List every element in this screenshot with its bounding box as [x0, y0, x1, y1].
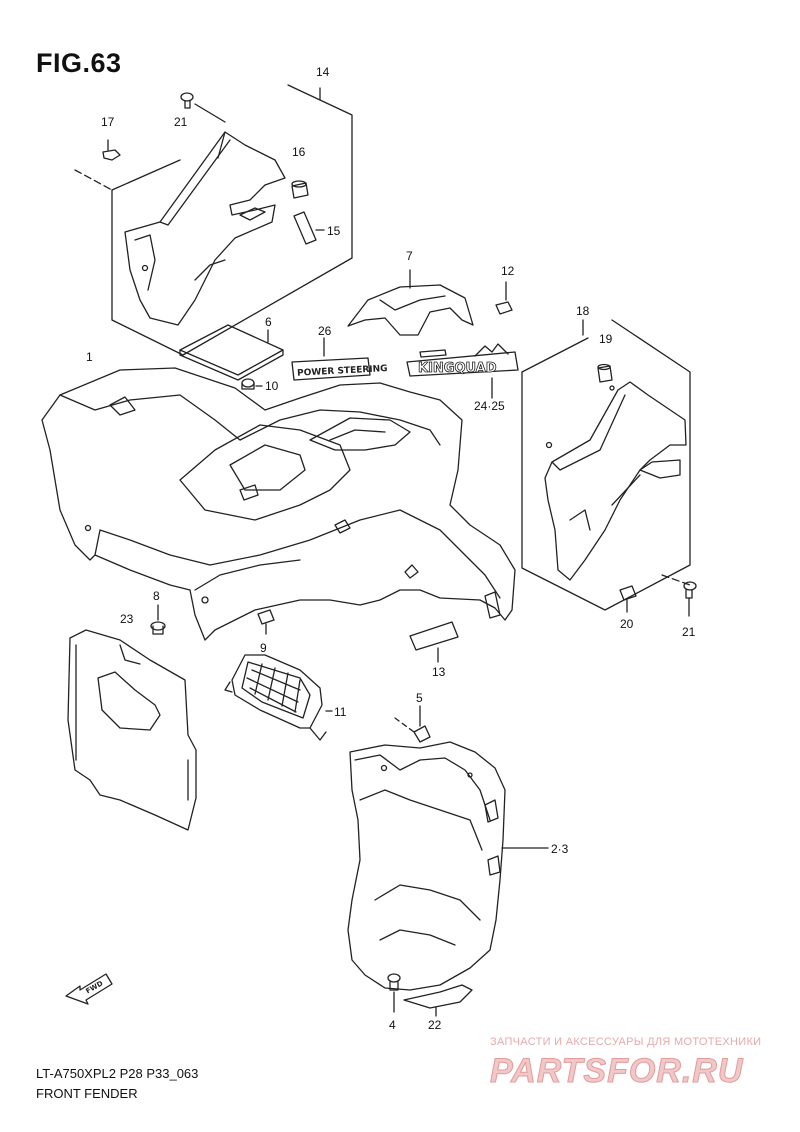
part-19-grommet [597, 363, 613, 383]
part-15-pad [293, 211, 325, 245]
part-11-grille [224, 654, 333, 741]
callout-22: 22 [428, 1018, 442, 1032]
callout-21-right: 21 [682, 625, 696, 639]
callout-21-top: 21 [174, 115, 188, 129]
part-4-screw [387, 973, 401, 1013]
callout-13: 13 [432, 665, 446, 679]
part-23-splash-panel [67, 629, 197, 831]
callout-2-3: 2·3 [551, 842, 569, 856]
callout-26: 26 [318, 324, 332, 338]
part-20-clip [619, 585, 637, 613]
part-21-screw-right [683, 581, 697, 617]
model-code: LT-A750XPL2 P28 P33_063 [36, 1066, 199, 1081]
part-13-pad [409, 621, 459, 663]
part-1-front-fender [41, 367, 516, 641]
power-steering-sticker-text: POWER STEERING [297, 364, 388, 379]
callout-1: 1 [86, 350, 93, 364]
callout-12: 12 [501, 264, 515, 278]
callout-24-25: 24·25 [474, 399, 505, 413]
callout-9: 9 [260, 641, 267, 655]
callout-16: 16 [292, 145, 306, 159]
callout-8: 8 [153, 589, 160, 603]
part-21-screw-top [180, 92, 226, 123]
part-22-protector [403, 984, 473, 1017]
watermark-caption: ЗАПЧАСТИ И АКСЕССУАРЫ ДЛЯ МОТОТЕХНИКИ [490, 1036, 762, 1048]
inset-box-18 [521, 319, 691, 611]
callout-19: 19 [599, 332, 613, 346]
callout-18: 18 [576, 304, 590, 318]
callout-14: 14 [316, 65, 330, 79]
part-7-cover [347, 269, 474, 336]
part-9-clip [257, 609, 275, 635]
callout-11: 11 [334, 705, 347, 719]
section-name: FRONT FENDER [36, 1086, 138, 1101]
kingquad-decal-text: KINGQUAD [418, 361, 497, 376]
part-6-plate [179, 324, 284, 381]
part-14-inner-panel [124, 131, 286, 326]
callout-4: 4 [389, 1018, 396, 1032]
part-8-screw [150, 604, 166, 635]
part-18-inner-panel [544, 381, 687, 581]
callout-17: 17 [101, 115, 115, 129]
part-2-3-inner-fender [347, 741, 549, 991]
callout-5: 5 [416, 691, 423, 705]
figure-title: FIG.63 [36, 48, 122, 78]
part-12-clip [495, 281, 513, 315]
part-17-clip [102, 139, 121, 161]
callout-15: 15 [327, 224, 341, 238]
callout-6: 6 [265, 315, 272, 329]
fwd-arrow-icon: FWD [65, 973, 113, 1005]
watermark-logo: PARTSFOR.RU [489, 1052, 744, 1091]
callout-7: 7 [406, 249, 413, 263]
inset-box-14 [74, 84, 353, 356]
part-5-clip [394, 705, 431, 743]
part-26-power-steering-sticker: POWER STEERING [291, 337, 388, 381]
part-16-grommet [291, 180, 309, 199]
callout-20: 20 [620, 617, 634, 631]
callout-23: 23 [120, 612, 134, 626]
part-24-25-kingquad-decal: KINGQUAD [406, 343, 519, 399]
callout-10: 10 [265, 379, 279, 393]
part-10-grommet [241, 378, 263, 390]
